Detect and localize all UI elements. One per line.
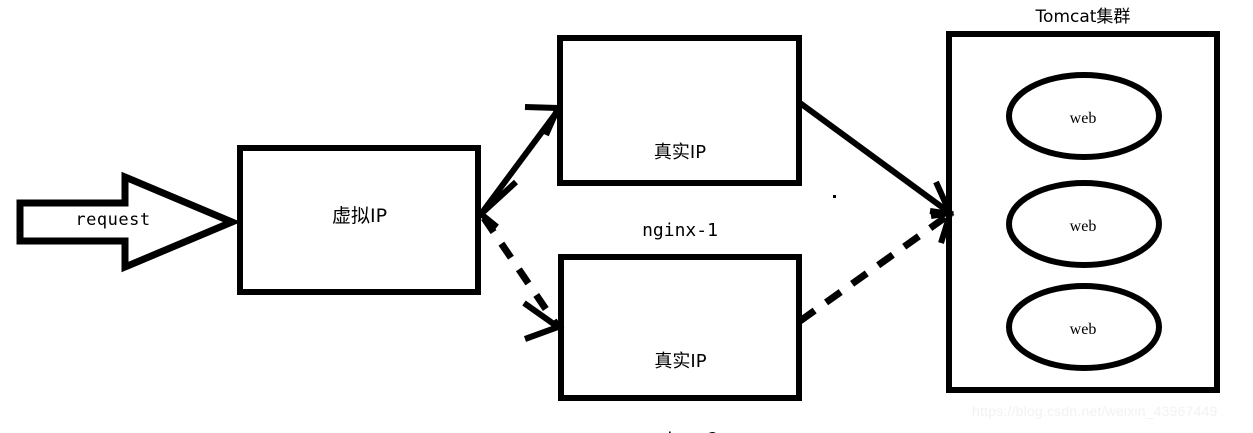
edge-vip-to-nginx2 bbox=[481, 216, 561, 329]
stray-dot-artifact bbox=[833, 195, 836, 198]
web-node-ellipse-3 bbox=[1006, 283, 1162, 371]
arrowhead-nginx2-to-cluster bbox=[929, 208, 954, 244]
web-node-ellipse-1 bbox=[1006, 72, 1162, 160]
web-node-ellipse-2 bbox=[1006, 180, 1162, 268]
virtual-ip-box bbox=[237, 145, 481, 295]
arrowhead-vip-to-nginx1-end bbox=[524, 104, 563, 137]
nginx-2-box bbox=[558, 254, 802, 401]
edge-vip-to-nginx1 bbox=[478, 107, 562, 216]
request-block-arrow bbox=[16, 171, 242, 273]
arrowhead-vip-to-nginx2-end bbox=[522, 300, 565, 342]
nginx-1-box bbox=[557, 35, 802, 186]
arrowhead-vip-to-nginx1-start bbox=[476, 179, 519, 230]
edge-nginx1-to-cluster bbox=[798, 100, 952, 216]
edge-nginx2-to-cluster bbox=[797, 211, 953, 324]
